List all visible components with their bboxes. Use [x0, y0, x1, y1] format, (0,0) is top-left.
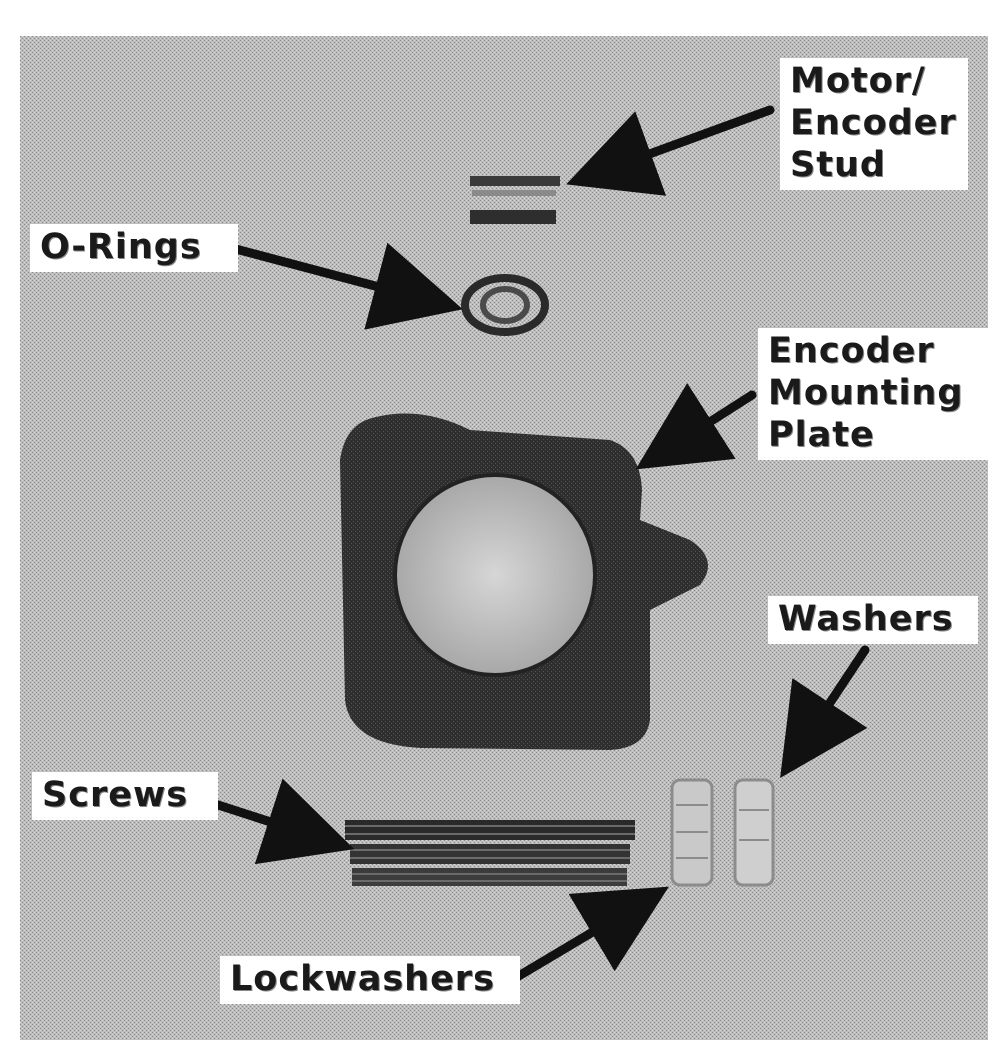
label-lockwashers: Lockwashers	[220, 956, 520, 1004]
label-o-rings: O-Rings	[30, 224, 238, 272]
arrow-washers	[780, 645, 870, 779]
encoder-mounting-plate	[340, 413, 708, 750]
lockwashers	[670, 778, 714, 887]
motor-encoder-stud	[470, 176, 560, 224]
label-motor-line-1: Motor/	[790, 61, 926, 101]
label-encoder-mounting-plate: Encoder Mounting Plate	[758, 328, 990, 460]
label-motor-line-3: Stud	[790, 145, 886, 185]
washers	[733, 778, 775, 887]
label-motor-encoder-stud: Motor/ Encoder Stud	[780, 58, 968, 190]
label-motor-line-2: Encoder	[790, 103, 957, 143]
o-rings	[461, 274, 549, 336]
label-plate-line-1: Encoder	[768, 331, 935, 371]
arrow-screws	[207, 778, 355, 865]
screws	[345, 820, 635, 886]
arrow-lockwashers	[507, 886, 669, 985]
arrow-motor-stud	[566, 105, 775, 196]
arrow-o-rings	[227, 242, 463, 330]
label-washers: Washers	[768, 596, 978, 644]
arrow-mounting-plate	[635, 382, 757, 470]
label-screws: Screws	[32, 772, 218, 820]
label-plate-line-3: Plate	[768, 415, 875, 455]
label-plate-line-2: Mounting	[768, 373, 964, 413]
